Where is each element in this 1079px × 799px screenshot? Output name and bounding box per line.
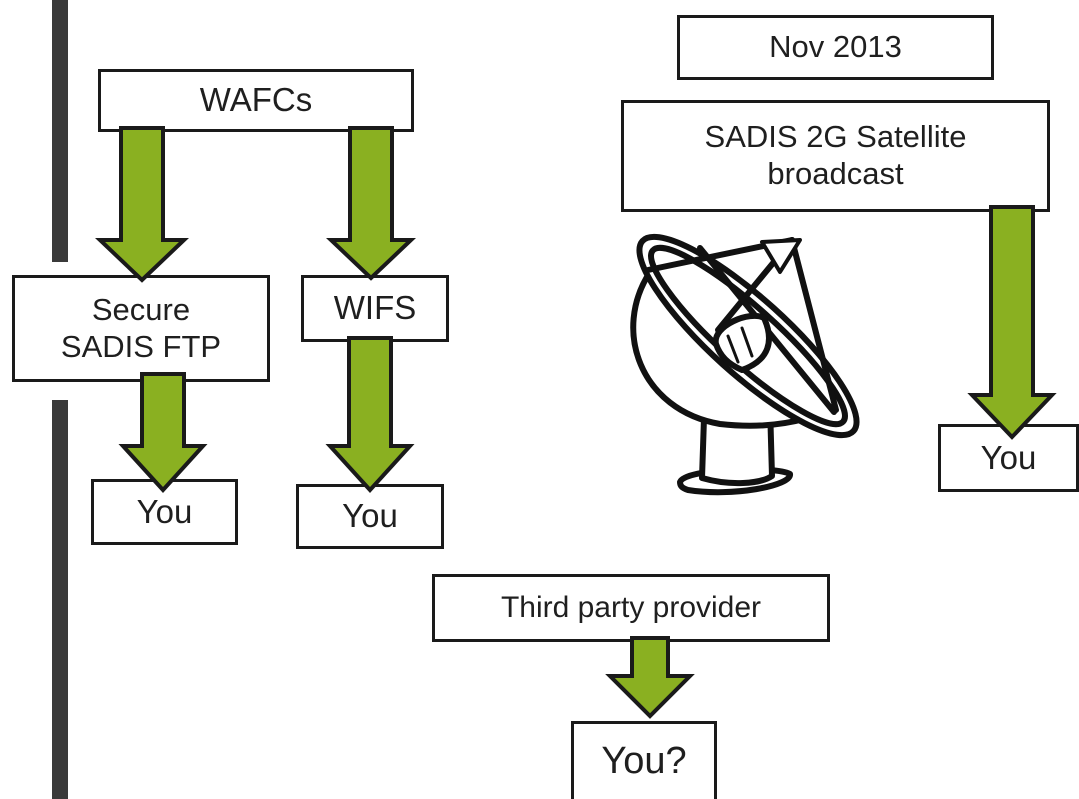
arrow-sadis-to-you bbox=[967, 205, 1057, 440]
divider-bottom bbox=[52, 400, 68, 799]
you-ftp-label: You bbox=[136, 492, 193, 530]
satellite-dish-icon bbox=[630, 233, 860, 496]
you-sat-box: You bbox=[938, 424, 1079, 492]
you-third-label: You? bbox=[601, 740, 687, 783]
you-sat-label: You bbox=[980, 438, 1037, 476]
wafcs-label: WAFCs bbox=[199, 81, 313, 119]
wafcs-box: WAFCs bbox=[98, 69, 414, 132]
arrow-third-party-to-you bbox=[605, 636, 695, 719]
divider-top bbox=[52, 0, 68, 262]
arrow-wafcs-to-ftp bbox=[95, 126, 189, 283]
date-box: Nov 2013 bbox=[677, 15, 994, 80]
arrow-wafcs-to-wifs bbox=[325, 126, 417, 281]
third-party-box: Third party provider bbox=[432, 574, 830, 642]
arrow-ftp-to-you bbox=[118, 372, 208, 493]
secure-sadis-ftp-label: Secure SADIS FTP bbox=[60, 291, 222, 364]
wifs-label: WIFS bbox=[333, 289, 417, 327]
you-wifs-label: You bbox=[342, 497, 398, 535]
date-label: Nov 2013 bbox=[769, 29, 902, 65]
third-party-label: Third party provider bbox=[500, 591, 762, 625]
sadis-2g-label: SADIS 2G Satellite broadcast bbox=[704, 119, 967, 191]
arrow-wifs-to-you bbox=[325, 336, 415, 493]
sadis-2g-box: SADIS 2G Satellite broadcast bbox=[621, 100, 1050, 212]
you-wifs-box: You bbox=[296, 484, 444, 549]
wifs-box: WIFS bbox=[301, 275, 449, 342]
you-third-box: You? bbox=[571, 721, 717, 799]
